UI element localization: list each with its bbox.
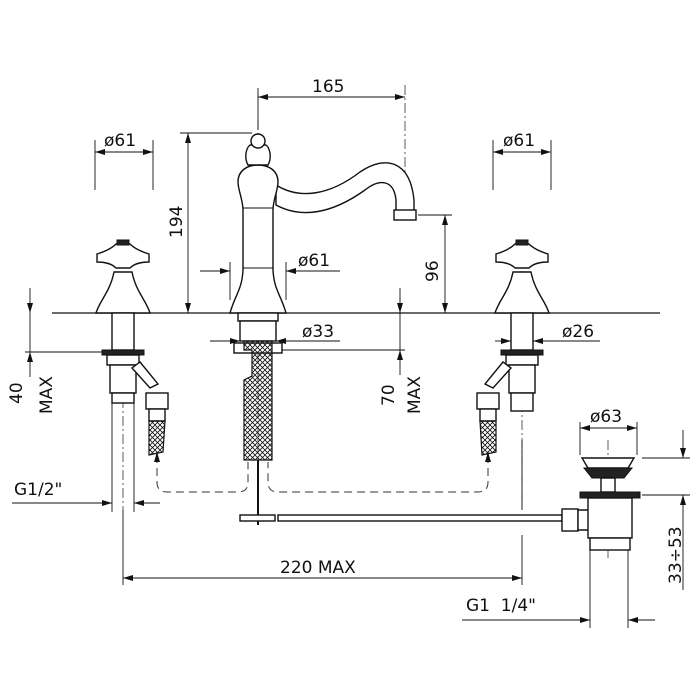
- dim-spread: 220 MAX: [280, 558, 356, 578]
- dim-left-deck-thickness: 40: [7, 382, 27, 404]
- dim-center-deck-max: MAX: [405, 376, 425, 414]
- spout-body: [229, 133, 417, 525]
- flexible-hose-routes: [154, 452, 491, 493]
- dim-inlet-thread: G1/2": [14, 480, 62, 500]
- dim-total-height: 194: [167, 206, 187, 238]
- dim-left-deck-max: MAX: [37, 376, 57, 414]
- dim-waste-thread: G1 1/4": [466, 596, 536, 616]
- right-cross-handle: [476, 239, 550, 456]
- dimension-lines: [12, 88, 690, 628]
- dim-waste-diameter: ø63: [590, 407, 622, 427]
- left-cross-handle: [95, 239, 169, 456]
- center-axes: [122, 85, 609, 560]
- dim-spout-shank-diameter: ø33: [302, 322, 334, 342]
- dim-spout-height: 96: [423, 260, 443, 282]
- dim-waste-range: 33÷53: [666, 526, 686, 584]
- dim-spout-base-diameter: ø61: [298, 251, 330, 271]
- dim-spout-reach: 165: [312, 77, 344, 97]
- pop-up-waste: [239, 457, 641, 551]
- dim-handle-shank-diameter: ø26: [562, 322, 594, 342]
- dim-right-handle-diameter: ø61: [503, 131, 535, 151]
- dim-left-handle-diameter: ø61: [104, 131, 136, 151]
- dim-center-deck-thickness: 70: [379, 384, 399, 406]
